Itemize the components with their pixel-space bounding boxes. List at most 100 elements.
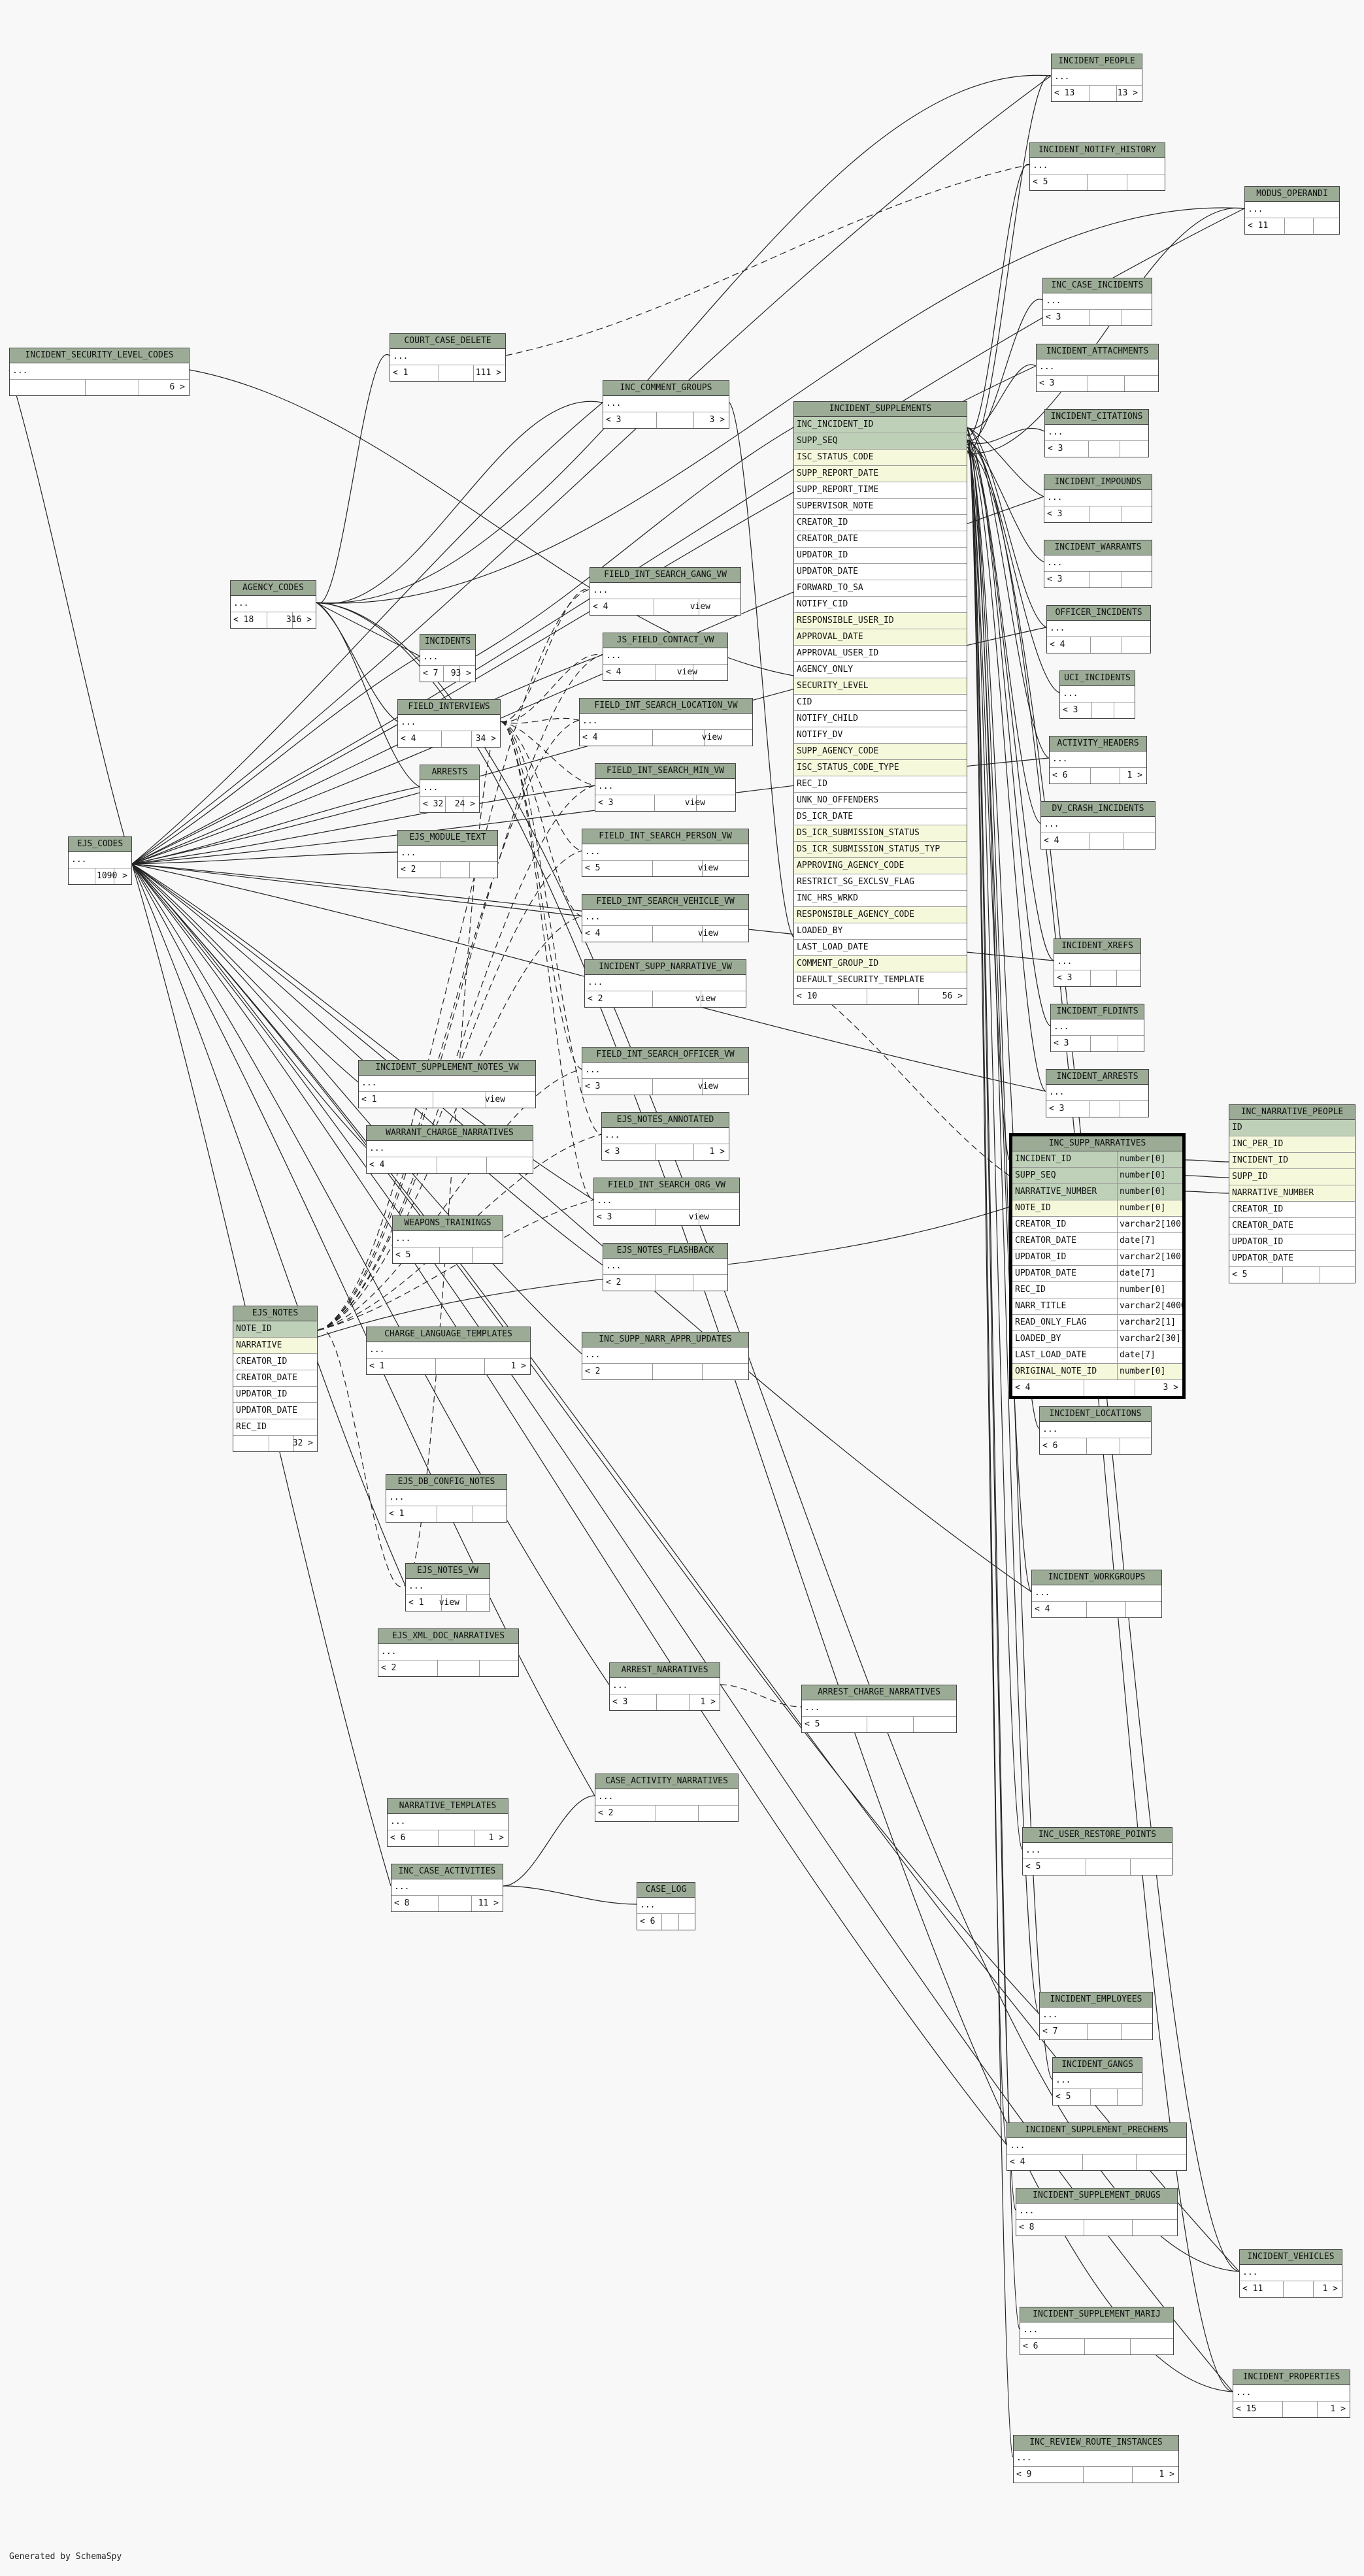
table-incident-workgroups[interactable]: INCIDENT_WORKGROUPS...< 4 [1031, 1570, 1162, 1618]
table-incident-citations[interactable]: INCIDENT_CITATIONS...< 3 [1044, 409, 1149, 457]
column-name: RESTRICT_SG_EXCLSV_FLAG [797, 877, 915, 887]
table-inc-user-restore-points[interactable]: INC_USER_RESTORE_POINTS...< 5 [1022, 1827, 1173, 1875]
child-count: < 1 [361, 1095, 377, 1104]
footer-divider [466, 1595, 467, 1611]
table-incident-locations[interactable]: INCIDENT_LOCATIONS...< 6 [1039, 1406, 1152, 1455]
footer-divider [1116, 970, 1118, 986]
column-name: SUPERVISOR_NOTE [797, 501, 874, 511]
table-incident-gangs[interactable]: INCIDENT_GANGS...< 5 [1052, 2057, 1142, 2105]
collapsed-columns-row: ... [603, 396, 729, 412]
table-footer-counts: < 3 [1046, 1101, 1148, 1117]
footer-divider [473, 365, 474, 381]
collapsed-columns-row: ... [386, 1490, 507, 1506]
table-incident-warrants[interactable]: INCIDENT_WARRANTS...< 3 [1044, 540, 1152, 588]
child-count: < 4 [593, 602, 608, 612]
child-count: < 3 [1054, 1038, 1069, 1048]
collapsed-columns-row: ... [359, 1076, 535, 1092]
footer-divider [661, 1914, 662, 1930]
footer-divider [459, 666, 461, 682]
child-count: < 6 [390, 1833, 406, 1843]
column-name: NOTE_ID [1015, 1203, 1051, 1213]
table-ejs-notes-flashback[interactable]: EJS_NOTES_FLASHBACK...< 2 [603, 1243, 728, 1291]
collapsed-columns-row: ... [1050, 751, 1146, 768]
child-count: < 5 [805, 1719, 820, 1729]
child-count: < 1 [393, 368, 408, 378]
table-incident-supplement-drugs[interactable]: INCIDENT_SUPPLEMENT_DRUGS...< 8 [1016, 2188, 1178, 2236]
table-case-log[interactable]: CASE_LOG...< 6 [637, 1882, 695, 1930]
table-incident-impounds[interactable]: INCIDENT_IMPOUNDS...< 3 [1044, 474, 1152, 523]
inc-comment-groups-header: INC_COMMENT_GROUPS [603, 381, 729, 396]
table-incident-notify-history[interactable]: INCIDENT_NOTIFY_HISTORY...< 5 [1029, 142, 1165, 191]
table-type-label: view [690, 602, 710, 612]
table-incident-attachments[interactable]: INCIDENT_ATTACHMENTS...< 3 [1036, 344, 1159, 392]
table-incident-arrests[interactable]: INCIDENT_ARRESTS...< 3 [1046, 1069, 1149, 1117]
collapsed-columns-row: ... [1016, 2204, 1177, 2220]
table-ejs-xml-doc-narratives[interactable]: EJS_XML_DOC_NARRATIVES...< 2 [378, 1628, 519, 1677]
table-uci-incidents[interactable]: UCI_INCIDENTS...< 3 [1059, 670, 1135, 719]
table-incident-security-level-codes[interactable]: INCIDENT_SECURITY_LEVEL_CODES...6 > [9, 348, 190, 396]
table-inc-supp-narr-appr-updates[interactable]: INC_SUPP_NARR_APPR_UPDATES...< 2 [582, 1332, 749, 1380]
relationship-line [131, 785, 595, 865]
table-inc-case-incidents[interactable]: INC_CASE_INCIDENTS...< 3 [1042, 278, 1152, 326]
table-weapons-trainings[interactable]: WEAPONS_TRAININGS...< 5 [392, 1215, 503, 1264]
table-modus-operandi[interactable]: MODUS_OPERANDI...< 11 [1244, 186, 1340, 235]
table-incident-fldints[interactable]: INCIDENT_FLDINTS...< 3 [1050, 1004, 1144, 1052]
table-ejs-module-text[interactable]: EJS_MODULE_TEXT...< 2 [397, 830, 498, 878]
table-incident-xrefs[interactable]: INCIDENT_XREFS...< 3 [1054, 938, 1141, 987]
table-incident-supplement-prechems[interactable]: INCIDENT_SUPPLEMENT_PRECHEMS...< 4 [1006, 2122, 1187, 2171]
table-footer-counts: < 5 [802, 1717, 956, 1732]
row-count: 11 > [478, 1898, 499, 1908]
column-creator-id: CREATOR_ID [233, 1354, 317, 1370]
table-warrant-charge-narratives[interactable]: WARRANT_CHARGE_NARRATIVES...< 4 [366, 1125, 533, 1174]
table-incident-employees[interactable]: INCIDENT_EMPLOYEES...< 7 [1039, 1992, 1153, 2040]
table-arrest-charge-narratives[interactable]: ARREST_CHARGE_NARRATIVES...< 5 [801, 1685, 957, 1733]
incident-locations-header: INCIDENT_LOCATIONS [1040, 1407, 1151, 1422]
table-ejs-codes[interactable]: EJS_CODES...1090 > [68, 836, 132, 885]
collapsed-columns-row: ... [1240, 2265, 1342, 2281]
column-updator-date: UPDATOR_DATE [233, 1403, 317, 1419]
table-officer-incidents[interactable]: OFFICER_INCIDENTS...< 4 [1046, 605, 1151, 653]
table-case-activity-narratives[interactable]: CASE_ACTIVITY_NARRATIVES...< 2 [595, 1774, 739, 1822]
footer-divider [1090, 768, 1091, 784]
table-ejs-db-config-notes[interactable]: EJS_DB_CONFIG_NOTES...< 1 [386, 1474, 507, 1523]
column-supp-seq: SUPP_SEQ [794, 433, 967, 450]
table-incident-supplement-marij[interactable]: INCIDENT_SUPPLEMENT_MARIJ...< 6 [1020, 2307, 1174, 2355]
table-dv-crash-incidents[interactable]: DV_CRASH_INCIDENTS...< 4 [1040, 801, 1156, 850]
warrant-charge-narratives-header: WARRANT_CHARGE_NARRATIVES [367, 1126, 533, 1141]
relationship-line [720, 1684, 802, 1708]
ejs-notes-header: EJS_NOTES [233, 1306, 317, 1321]
